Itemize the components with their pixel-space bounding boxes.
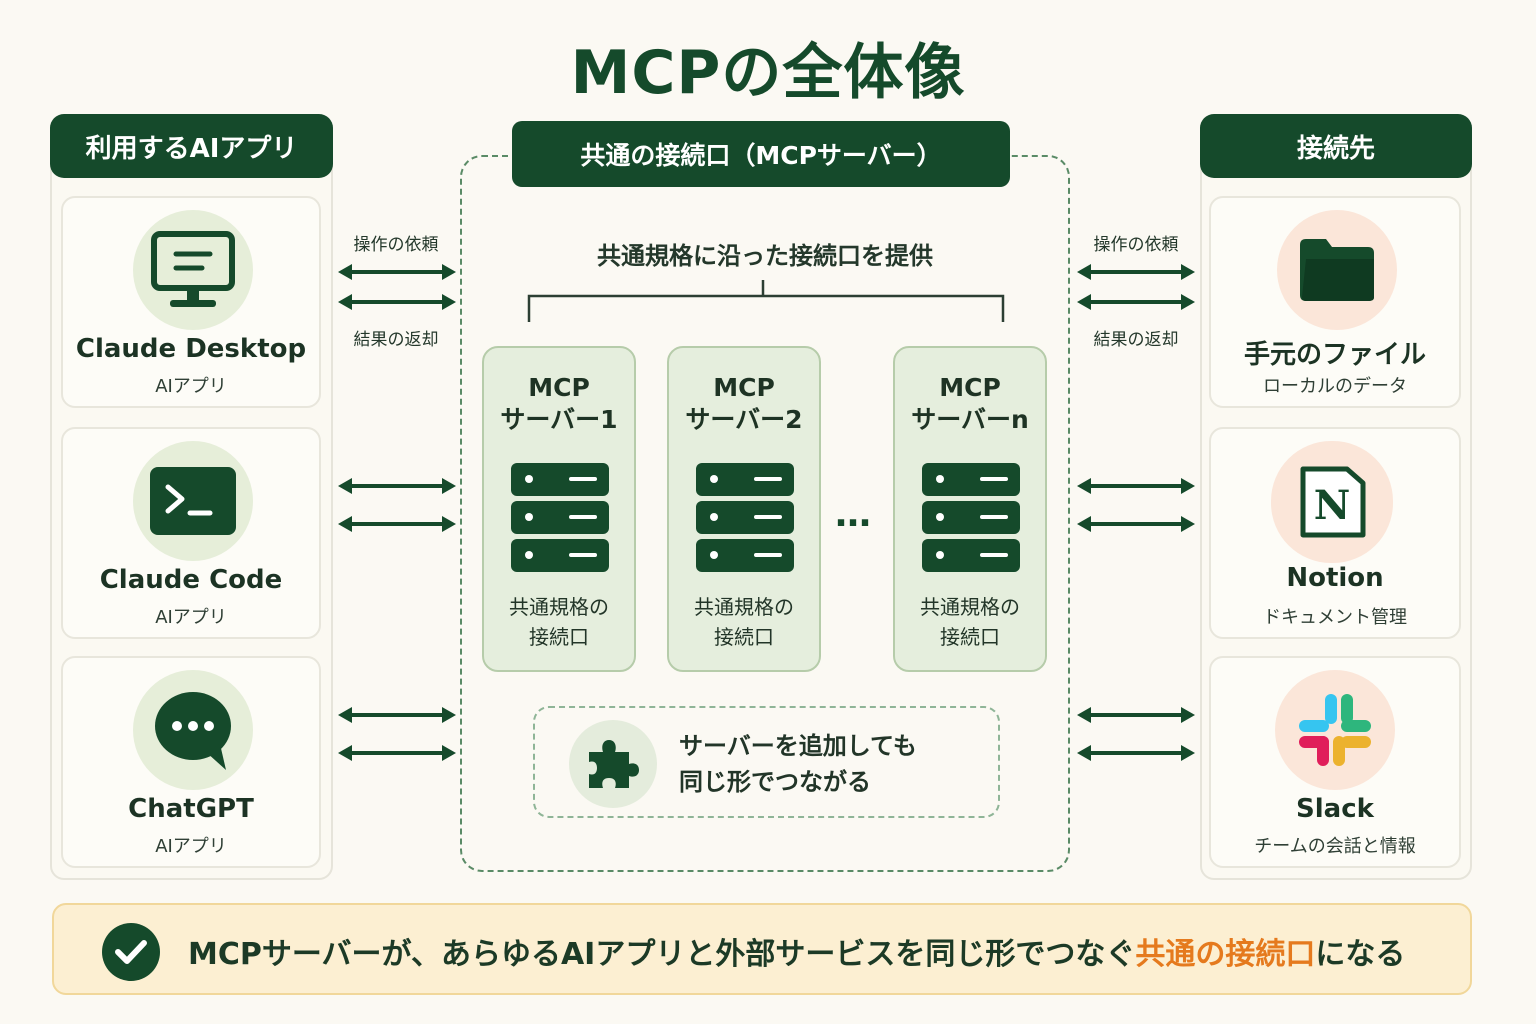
double-arrow-icon: [338, 516, 456, 532]
summary-bar: MCPサーバーが、あらゆるAIアプリと外部サービスを同じ形でつなぐ共通の接続口に…: [52, 903, 1472, 995]
svg-text:N: N: [1314, 482, 1351, 529]
result-label-right: 結果の返却: [1093, 330, 1179, 350]
target-name: 手元のファイル: [1243, 340, 1426, 370]
server-rack-icon: [922, 463, 1020, 572]
bracket-icon: [527, 280, 1005, 322]
result-label-left: 結果の返却: [353, 330, 439, 350]
target-desc: ローカルのデータ: [1263, 376, 1407, 397]
server-desc: 共通規格の 接続口: [895, 592, 1045, 652]
server-rack-icon: [696, 463, 794, 572]
left-column-header: 利用するAIアプリ: [50, 114, 333, 178]
monitor-icon: [133, 210, 253, 330]
add-server-text: サーバーを追加しても 同じ形でつながる: [679, 728, 917, 800]
server-desc-line1: 共通規格の: [509, 595, 609, 619]
chat-bubble-icon: [133, 670, 253, 790]
server-title-line2: サーバーn: [911, 405, 1029, 434]
check-icon: [102, 923, 160, 981]
center-subtitle: 共通規格に沿った接続口を提供: [597, 242, 933, 270]
app-type: AIアプリ: [155, 607, 227, 628]
double-arrow-icon: [1077, 478, 1195, 494]
double-arrow-icon: [338, 294, 456, 310]
add-text-line1: サーバーを追加しても: [679, 732, 917, 760]
request-label-right: 操作の依頼: [1093, 235, 1179, 255]
app-name: Claude Code: [99, 565, 283, 595]
center-header: 共通の接続口（MCPサーバー）: [512, 121, 1010, 187]
page-title: MCPの全体像: [570, 38, 966, 108]
double-arrow-icon: [338, 264, 456, 280]
summary-text-end: になる: [1315, 937, 1406, 972]
add-text-line2: 同じ形でつながる: [679, 768, 871, 796]
target-desc: ドキュメント管理: [1263, 607, 1407, 628]
app-type: AIアプリ: [155, 836, 227, 857]
server-title: MCP サーバーn: [895, 372, 1045, 436]
request-label-left: 操作の依頼: [353, 235, 439, 255]
double-arrow-icon: [1077, 707, 1195, 723]
app-card-chatgpt: ChatGPT AIアプリ: [61, 656, 321, 868]
server-desc-line2: 接続口: [529, 625, 589, 649]
folder-icon: [1277, 210, 1397, 330]
double-arrow-icon: [338, 745, 456, 761]
server-title-line1: MCP: [939, 373, 1001, 402]
double-arrow-icon: [338, 478, 456, 494]
slack-logo-icon: [1275, 670, 1395, 790]
target-card-slack: Slack チームの会話と情報: [1209, 656, 1461, 868]
mcp-server-card: MCP サーバー1 共通規格の 接続口: [482, 346, 636, 672]
double-arrow-icon: [338, 707, 456, 723]
server-title-line2: サーバー1: [500, 405, 618, 434]
double-arrow-icon: [1077, 264, 1195, 280]
app-type: AIアプリ: [155, 376, 227, 397]
server-title: MCP サーバー1: [484, 372, 634, 436]
right-column-header: 接続先: [1200, 114, 1472, 178]
notion-logo-icon: N: [1271, 441, 1393, 563]
double-arrow-icon: [1077, 745, 1195, 761]
server-desc-line2: 接続口: [940, 625, 1000, 649]
target-card-notion: N Notion ドキュメント管理: [1209, 427, 1461, 639]
target-desc: チームの会話と情報: [1254, 836, 1416, 857]
app-card-claude-code: Claude Code AIアプリ: [61, 427, 321, 639]
server-title-line2: サーバー2: [685, 405, 803, 434]
puzzle-piece-icon: [569, 720, 657, 808]
terminal-icon: [133, 441, 253, 561]
app-name: Claude Desktop: [75, 334, 307, 364]
server-rack-icon: [511, 463, 609, 572]
target-name: Notion: [1286, 563, 1384, 593]
server-desc: 共通規格の 接続口: [484, 592, 634, 652]
summary-text: MCPサーバーが、あらゆるAIアプリと外部サービスを同じ形でつなぐ共通の接続口に…: [188, 929, 1405, 973]
ellipsis: …: [835, 494, 873, 535]
target-name: Slack: [1296, 794, 1374, 824]
double-arrow-icon: [1077, 294, 1195, 310]
server-desc: 共通規格の 接続口: [669, 592, 819, 652]
app-card-claude-desktop: Claude Desktop AIアプリ: [61, 196, 321, 408]
summary-highlight: 共通の接続口: [1135, 937, 1316, 972]
server-desc-line2: 接続口: [714, 625, 774, 649]
server-desc-line1: 共通規格の: [920, 595, 1020, 619]
app-name: ChatGPT: [128, 794, 254, 824]
target-card-local-files: 手元のファイル ローカルのデータ: [1209, 196, 1461, 408]
server-title-line1: MCP: [528, 373, 590, 402]
mcp-server-card: MCP サーバー2 共通規格の 接続口: [667, 346, 821, 672]
add-server-note: サーバーを追加しても 同じ形でつながる: [533, 706, 1000, 818]
server-desc-line1: 共通規格の: [694, 595, 794, 619]
double-arrow-icon: [1077, 516, 1195, 532]
server-title: MCP サーバー2: [669, 372, 819, 436]
summary-text-main: MCPサーバーが、あらゆるAIアプリと外部サービスを同じ形でつなぐ: [188, 937, 1136, 972]
mcp-server-card: MCP サーバーn 共通規格の 接続口: [893, 346, 1047, 672]
server-title-line1: MCP: [713, 373, 775, 402]
